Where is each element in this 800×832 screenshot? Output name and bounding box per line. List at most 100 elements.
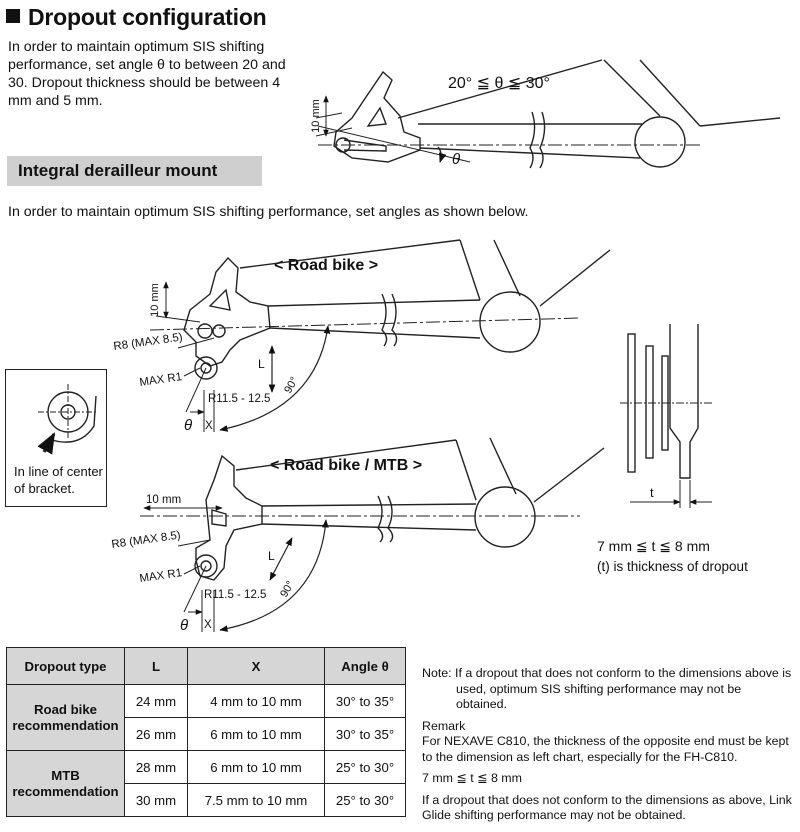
road-r8-label: R8 (MAX 8.5) xyxy=(113,331,184,353)
top-seatstay xyxy=(397,59,603,119)
mtb-hanger-circle xyxy=(194,554,218,578)
road-90deg-arc xyxy=(219,325,331,432)
table-row: 30 mm 7.5 mm to 10 mm 25° to 30° xyxy=(7,783,406,817)
road-maxr1-label: MAX R1 xyxy=(139,371,183,389)
top-dropout-diagram: 10 mm θ 20° ≦ θ ≦ 30° xyxy=(310,59,781,169)
mtb-r-range: R11.5 - 12.5 xyxy=(204,589,266,601)
road-break-mark-2 xyxy=(391,293,398,347)
th-angle: Angle θ xyxy=(324,647,406,685)
mtb-90deg-label: 90° xyxy=(278,579,297,599)
mtb-type-line2: recommendation xyxy=(12,783,119,799)
top-angle-range: 20° ≦ θ ≦ 30° xyxy=(448,75,550,92)
mtb-diagram: < Road bike / MTB > 10 mm R8 (MAX 8.5) M… xyxy=(111,437,605,634)
table-row: 26 mm 6 mm to 10 mm 30° to 35° xyxy=(7,717,406,751)
road-downtube xyxy=(539,249,611,307)
road-hanger-inner xyxy=(200,362,212,374)
road-10mm-ext xyxy=(155,315,201,323)
top-10mm-ext2 xyxy=(315,112,343,119)
road-seatstay xyxy=(239,239,461,269)
road-type-line2: recommendation xyxy=(12,717,119,733)
road-r-range: R11.5 - 12.5 xyxy=(208,393,270,405)
inline-center-diagram xyxy=(37,384,98,455)
th-l: L xyxy=(124,647,188,685)
thickness-equation: 7 mm ≦ t ≦ 8 mm xyxy=(597,538,710,554)
subsection-title: Integral derailleur mount xyxy=(18,161,218,180)
top-dim-10mm: 10 mm xyxy=(310,99,322,133)
intro-text: In order to maintain optimum SIS shiftin… xyxy=(8,39,286,109)
cell-l: 28 mm xyxy=(124,750,188,784)
th-dropout-type: Dropout type xyxy=(6,647,125,685)
cell-x: 4 mm to 10 mm xyxy=(187,684,325,718)
road-x-label: X xyxy=(205,420,213,432)
th-x: X xyxy=(187,647,325,685)
road-maxr1-leader xyxy=(183,367,201,377)
road-90deg-label: 90° xyxy=(282,375,301,395)
table-row: MTB recommendation 28 mm 6 mm to 10 mm 2… xyxy=(6,750,406,817)
cell-l: 24 mm xyxy=(124,684,188,718)
subsection-intro: In order to maintain optimum SIS shiftin… xyxy=(8,204,529,220)
top-seattube-2 xyxy=(639,59,701,127)
table-header-row: Dropout type L X Angle θ xyxy=(6,647,406,685)
cell-angle: 30° to 35° xyxy=(324,684,406,718)
mtb-hanger-inner xyxy=(200,560,212,572)
thickness-description: (t) is thickness of dropout xyxy=(597,559,748,574)
inline-center-caption: In line of center of bracket. xyxy=(14,463,103,497)
inline-caption-line1: In line of center xyxy=(14,464,103,479)
inline-pointer-arrow xyxy=(37,432,56,455)
mtb-dropout-outline xyxy=(195,454,263,581)
remark-text2: If a dropout that does not conform to th… xyxy=(422,792,792,823)
cell-l: 26 mm xyxy=(124,717,188,751)
road-seattube-1 xyxy=(459,239,481,301)
table-row: Road bike recommendation 24 mm 4 mm to 1… xyxy=(6,684,406,751)
top-dropout-slot xyxy=(343,139,387,152)
road-dropout-outline xyxy=(183,256,271,367)
top-dropout-window xyxy=(366,106,387,127)
mtb-x-label: X xyxy=(204,619,212,631)
thickness-t-label: t xyxy=(650,485,654,500)
inline-caption-line2: of bracket. xyxy=(14,481,75,496)
inline-frame-curve xyxy=(51,395,97,443)
road-chainstay-upper xyxy=(267,299,481,307)
top-break-mark-2 xyxy=(539,111,546,169)
top-dropout-outline xyxy=(333,70,421,163)
cell-angle: 25° to 30° xyxy=(324,783,406,817)
cell-x: 6 mm to 10 mm xyxy=(187,750,325,784)
road-theta-label: θ xyxy=(184,417,192,434)
road-bike-diagram: < Road bike > 10 mm R8 (MAX 8.5) MAX R1 … xyxy=(113,239,611,434)
road-L-label: L xyxy=(258,357,265,371)
mtb-downtube xyxy=(533,447,605,503)
road-type-line1: Road bike xyxy=(33,701,98,717)
road-break-mark-1 xyxy=(381,293,388,347)
mtb-chainstay-lower xyxy=(261,523,477,531)
mtb-maxr1-leader xyxy=(183,565,201,575)
top-10mm-ext1 xyxy=(315,127,353,137)
road-seattube-2 xyxy=(493,239,521,297)
road-angle-line xyxy=(185,367,207,413)
cell-l: 30 mm xyxy=(124,783,188,817)
road-centerline xyxy=(149,317,581,331)
mtb-break-mark-2 xyxy=(387,495,394,543)
mtb-dim-10mm: 10 mm xyxy=(146,494,181,506)
subsection-header: Integral derailleur mount xyxy=(7,156,262,186)
mtb-chainstay-upper xyxy=(261,503,477,507)
top-downtube xyxy=(699,117,781,127)
mtb-seattube-2 xyxy=(489,437,517,495)
remark-equation: 7 mm ≦ t ≦ 8 mm xyxy=(422,771,522,785)
title-square-icon xyxy=(6,9,20,23)
road-axle-circle-2 xyxy=(212,324,226,338)
top-bottom-bracket xyxy=(634,116,686,168)
road-hanger-circle xyxy=(194,356,218,380)
road-r8-leader xyxy=(177,337,215,349)
mtb-seattube-1 xyxy=(455,439,477,501)
road-bottom-bracket xyxy=(479,291,541,353)
dropout-table: Dropout type L X Angle θ Road bike recom… xyxy=(6,647,406,817)
mtb-90deg-arc xyxy=(219,519,329,632)
mtb-r8-leader xyxy=(177,539,211,547)
notes-block: Note: If a dropout that does not conform… xyxy=(422,666,792,824)
mtb-bottom-bracket xyxy=(474,486,536,548)
cell-x: 7.5 mm to 10 mm xyxy=(187,783,325,817)
mtb-maxr1-label: MAX R1 xyxy=(139,567,183,585)
top-seattube-1 xyxy=(603,59,661,117)
top-break-mark-1 xyxy=(529,111,536,169)
cell-x: 6 mm to 10 mm xyxy=(187,717,325,751)
